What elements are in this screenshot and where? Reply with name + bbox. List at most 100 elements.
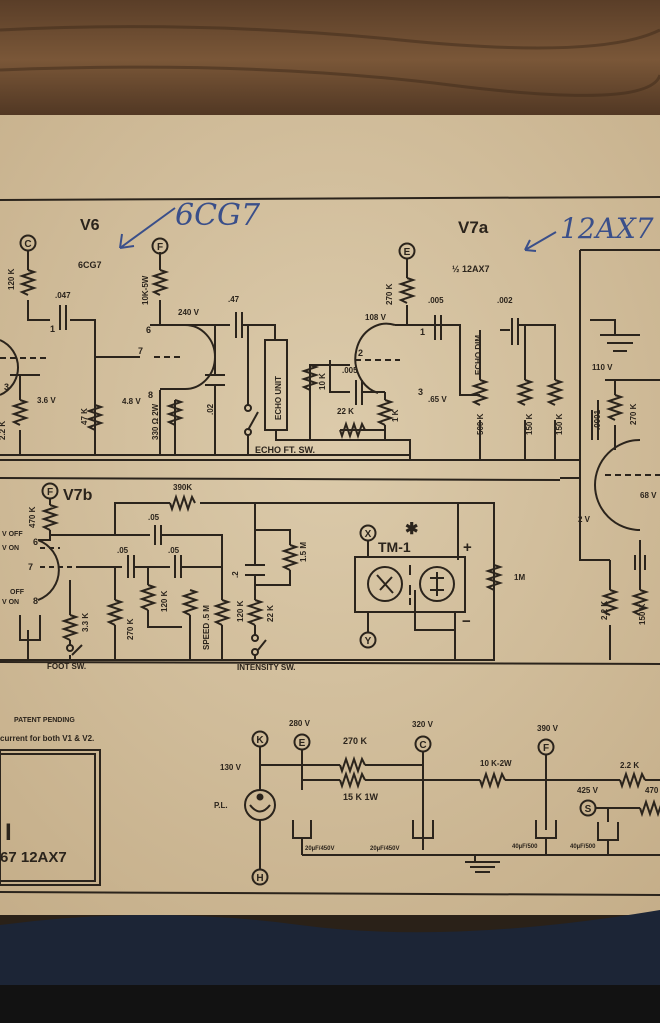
label-power-cap4: 40µF/500 <box>570 844 596 850</box>
resistor-symbol <box>180 589 200 616</box>
resistor-symbol <box>150 269 170 296</box>
wiring <box>0 249 660 873</box>
label-middle-r8: 1.5 M <box>299 542 308 562</box>
resistor-symbol <box>40 504 60 531</box>
label-power-v130: 130 V <box>220 763 242 772</box>
label-power-r3: 10 K-2W <box>480 759 512 768</box>
label-middle-v-on2: V ON <box>2 599 19 606</box>
node-terminal-f: F <box>537 738 555 756</box>
handwritten-6cg7: 6CG7 <box>175 198 261 233</box>
label-middle-c4: .2 <box>231 571 240 578</box>
resistor-symbol <box>60 614 80 641</box>
resistor-symbol <box>375 399 395 426</box>
label-middle-v-on1: V ON <box>2 545 19 552</box>
node-terminal-c: C <box>414 735 432 753</box>
label-top-right-pin3: 3 <box>418 387 423 397</box>
resistor-symbol <box>339 770 366 790</box>
resistor-symbol <box>339 755 366 775</box>
resistor-symbol <box>300 364 320 391</box>
tube-type-v7a: ½ 12AX7 <box>452 264 490 274</box>
label-middle-r1: 470 K <box>28 506 37 528</box>
label-power-box-tubes: 67 12AX7 <box>0 849 67 866</box>
resistor-symbol <box>10 399 30 426</box>
label-power-r1: 270 K <box>343 736 368 746</box>
node-letter: F <box>157 242 163 253</box>
node-letter: Y <box>365 636 372 647</box>
node-terminal-h: H <box>251 868 269 886</box>
label-top-right-pot: ECHO DIM. <box>474 333 483 375</box>
resistor-symbol <box>138 584 158 611</box>
label-top-left-r2: 2.2 K <box>0 421 7 440</box>
label-top-left-pin3: 3 <box>4 382 9 392</box>
node-terminal-s: S <box>579 799 597 817</box>
label-top-left-v3: 4.8 V <box>122 397 141 406</box>
label-top-right-r7: 2.2 K <box>600 601 609 620</box>
resistor-symbol <box>169 493 196 513</box>
label-middle-c3: .05 <box>168 546 180 555</box>
node-letter: C <box>24 239 31 250</box>
label-middle-intensity-sw: INTENSITY SW. <box>237 663 296 672</box>
label-top-right-r6: 270 K <box>629 403 638 425</box>
label-power-r5: 470 <box>645 786 659 795</box>
label-top-left-r3: 47 K <box>80 408 89 425</box>
label-middle-r2: 390K <box>173 483 192 492</box>
label-power-r2: 15 K 1W <box>343 792 379 802</box>
label-middle-pin8: 8 <box>33 596 38 606</box>
node-letter: C <box>419 740 426 751</box>
handwritten-notes: 6CG7 12AX7 <box>119 198 654 252</box>
resistor-symbol <box>85 404 105 431</box>
label-power-cap3: 40µF/500 <box>512 844 538 850</box>
resistor-symbol <box>397 277 417 304</box>
label-top-right-c2: .002 <box>497 296 513 305</box>
label-top-right-v2: .65 V <box>428 395 447 404</box>
label-middle-pin7: 7 <box>28 562 33 572</box>
label-top-left-pin7: 7 <box>138 346 143 356</box>
label-middle-r6: 120 K <box>236 600 245 622</box>
label-top-right-v5: 2 V <box>578 515 591 524</box>
node-letter: X <box>365 529 372 540</box>
label-power-patent: PATENT PENDING <box>14 717 75 724</box>
label-top-left-pin6: 6 <box>146 325 151 335</box>
label-middle-r5: 3.3 K <box>81 613 90 632</box>
label-top-left-pin1: 1 <box>50 324 55 334</box>
label-top-left-c3: .02 <box>206 403 215 415</box>
label-power-box-i: I <box>5 819 12 846</box>
label-top-left-r4: 10K-5W <box>141 275 150 305</box>
label-top-right-r5: 150 K <box>555 413 564 435</box>
resistor-symbol <box>470 379 490 406</box>
node-letter: S <box>585 804 592 815</box>
node-terminal-f: F <box>41 482 59 500</box>
label-power-v390: 390 V <box>537 724 559 733</box>
node-letter: K <box>256 735 264 746</box>
label-middle-c2: .05 <box>117 546 129 555</box>
label-middle-v-off2: OFF <box>10 589 25 596</box>
resistor-symbol <box>280 544 300 571</box>
label-top-right-c3: .005 <box>342 366 358 375</box>
label-top-left-v1: 3.6 V <box>37 396 56 405</box>
label-middle-r4: 270 K <box>126 618 135 640</box>
tube-label-v6: V6 <box>80 217 100 234</box>
node-letter: E <box>404 247 411 258</box>
label-top-left-r1: 120 K <box>7 268 16 290</box>
label-top-left-echo_unit: ECHO UNIT <box>274 376 283 420</box>
label-power-r4: 2.2 K <box>620 761 639 770</box>
label-top-left-pin8: 8 <box>148 390 153 400</box>
label-power-cap1: 20µF/450V <box>305 846 334 852</box>
node-letter: E <box>299 738 306 749</box>
label-middle-tm: TM-1 <box>378 539 411 555</box>
node-terminal-f: F <box>151 237 169 255</box>
label-top-left-r6: 10 K <box>318 373 327 390</box>
label-middle-pot: SPEED .5 M <box>202 605 211 650</box>
label-power-v280: 280 V <box>289 719 311 728</box>
label-top-left-switch: ECHO FT. SW. <box>255 445 315 455</box>
label-top-right-r1: 270 K <box>385 283 394 305</box>
label-top-right-v4: 68 V <box>640 491 657 500</box>
label-top-right-r3: 1 K <box>391 409 400 422</box>
label-middle-foot-sw: FOOT SW. <box>47 662 86 671</box>
label-power-v320: 320 V <box>412 720 434 729</box>
node-terminal-x: X <box>359 524 377 542</box>
node-letter: F <box>47 487 53 498</box>
